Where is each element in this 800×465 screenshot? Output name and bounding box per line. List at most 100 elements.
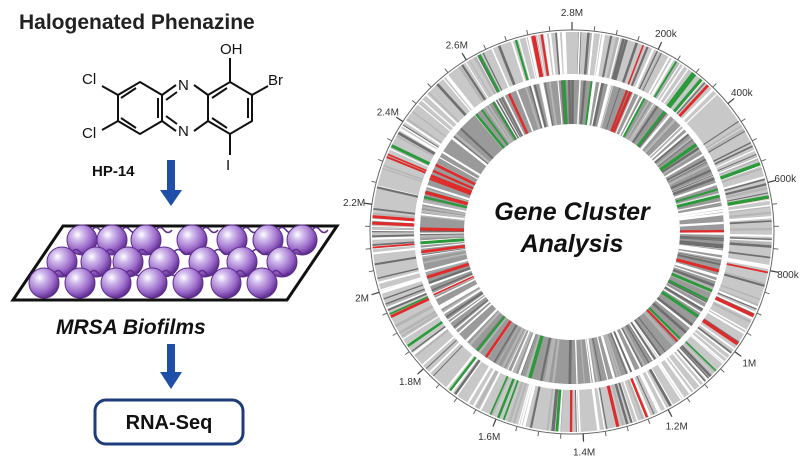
gene-feature [577, 389, 581, 432]
gene-feature [372, 234, 415, 238]
gene-feature [657, 363, 682, 400]
gene-feature [598, 84, 611, 128]
gene-feature [652, 302, 687, 334]
gene-feature [390, 146, 430, 167]
minor-tick [677, 55, 681, 61]
gene-feature [390, 144, 431, 166]
gene-feature [445, 291, 484, 319]
gene-feature [714, 296, 755, 318]
gene-feature [545, 33, 553, 76]
matrix-strand [311, 226, 329, 234]
gene-feature [675, 188, 719, 203]
gene-feature [387, 153, 427, 172]
gene-feature [679, 232, 724, 235]
gene-feature [664, 153, 704, 178]
gene-feature [665, 358, 692, 394]
gene-feature [432, 345, 463, 377]
gene-feature [399, 128, 438, 153]
gene-feature [672, 268, 715, 287]
bacterial-cell [266, 246, 298, 278]
gene-feature [465, 308, 497, 342]
gene-feature [724, 178, 766, 192]
gene-feature [685, 93, 718, 124]
gene-feature [548, 33, 556, 76]
gene-feature [512, 382, 528, 424]
gene-feature [727, 195, 770, 206]
tick-label: 1.6M [478, 432, 500, 443]
gene-feature [649, 125, 682, 158]
gene-feature [600, 335, 616, 379]
gene-feature [511, 330, 530, 372]
gene-feature [671, 174, 714, 193]
major-tick [461, 52, 467, 61]
gene-feature [609, 37, 621, 79]
gene-feature [420, 213, 465, 221]
gene-feature [465, 309, 498, 342]
gene-feature [634, 319, 662, 357]
gene-feature [729, 215, 772, 222]
minor-tick [720, 368, 725, 373]
gene-feature [621, 42, 638, 83]
gene-feature [428, 92, 460, 123]
gene-feature [619, 382, 634, 423]
gene-feature [411, 325, 446, 353]
arrow-down-icon [160, 160, 182, 206]
gene-feature [659, 65, 685, 102]
gene-feature [422, 202, 467, 213]
bacterial-cell [80, 246, 112, 278]
gene-feature [546, 388, 554, 431]
gene-feature [540, 34, 550, 77]
gene-feature [727, 259, 769, 270]
gene-feature [629, 378, 646, 419]
gene-feature [716, 294, 756, 314]
gene-feature [697, 326, 732, 354]
gene-feature [438, 283, 479, 308]
gene-feature [481, 109, 509, 146]
gene-feature [607, 37, 620, 79]
gene-feature [423, 196, 468, 209]
gene-feature [613, 39, 628, 81]
gene-feature [659, 143, 698, 172]
gene-feature [718, 158, 759, 176]
gene-feature [675, 350, 705, 384]
gene-feature [446, 354, 475, 389]
gene-feature [630, 377, 649, 418]
gene-feature [629, 322, 654, 361]
gene-feature [594, 33, 602, 76]
gene-feature [518, 384, 531, 425]
gene-feature [502, 380, 519, 421]
gene-feature [402, 124, 439, 149]
gene-feature [661, 146, 700, 174]
gene-feature [518, 332, 536, 376]
matrix-strand [251, 248, 269, 256]
gene-feature [421, 99, 454, 129]
gene-feature [636, 110, 666, 148]
gene-feature [615, 92, 635, 134]
gene-feature [503, 95, 525, 136]
gene-feature [443, 78, 471, 112]
gene-feature [493, 324, 518, 363]
biofilm-plate [10, 224, 340, 302]
gene-feature [630, 46, 649, 87]
bacterial-cell [100, 267, 132, 299]
gene-feature [725, 186, 768, 199]
gene-feature [613, 331, 633, 373]
gene-feature [631, 320, 659, 359]
gene-feature [678, 244, 723, 254]
phenazine-structure [101, 58, 269, 155]
gene-feature [641, 52, 661, 91]
gene-feature [678, 209, 723, 218]
bacterial-cell [252, 224, 284, 256]
gene-feature [406, 118, 443, 144]
tick-label: 2M [355, 294, 369, 305]
gene-feature [546, 338, 556, 383]
gene-feature [618, 95, 640, 136]
gene-feature [496, 325, 520, 365]
gene-feature [727, 199, 770, 208]
gene-feature [425, 188, 469, 203]
atom-oh: OH [220, 41, 243, 58]
gene-feature [372, 242, 415, 248]
gene-feature [729, 227, 772, 231]
gene-feature [420, 234, 465, 238]
gene-feature [557, 32, 563, 75]
